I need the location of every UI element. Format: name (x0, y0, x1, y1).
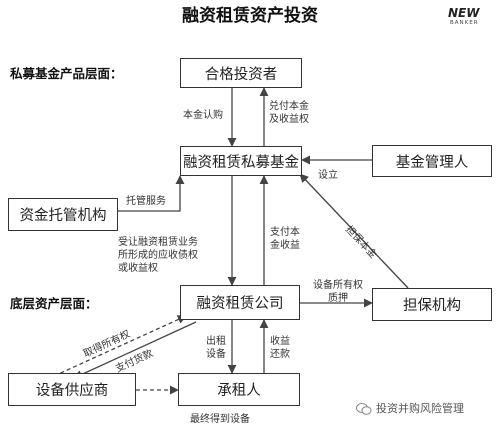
label-pay-principal-returns-1: 兑付本金 (269, 101, 309, 112)
node-leasing-company: 融资租赁公司 (180, 285, 300, 320)
node-fund-manager: 基金管理人 (372, 145, 492, 177)
logo-subtext: BANKER (450, 20, 479, 26)
newbanker-logo: NEW BANKER (440, 6, 492, 30)
watermark-text: 投资并购风险管理 (376, 402, 464, 416)
logo-text: NEW (448, 6, 480, 20)
arrow-custody (118, 175, 185, 212)
label-equipment-pledge-2: 质押 (328, 293, 348, 304)
node-custodian: 资金托管机构 (8, 198, 118, 231)
label-transfer-rights-1: 受让融资租赁业务 (118, 237, 198, 248)
label-pay-returns-2: 金收益 (270, 240, 300, 251)
label-establish: 设立 (318, 170, 338, 181)
node-equipment-supplier: 设备供应商 (8, 373, 136, 406)
label-transfer-rights-2: 所形成的应收债权 (118, 250, 198, 261)
label-custody-service: 托管服务 (126, 196, 166, 207)
arrow-ownership (53, 315, 187, 377)
node-lessee: 承租人 (178, 373, 300, 406)
wechat-icon (356, 403, 372, 415)
label-lease-equipment-2: 设备 (206, 349, 226, 360)
label-returns-repayment-1: 收益 (270, 336, 290, 347)
label-equipment-pledge-1: 设备所有权 (313, 280, 363, 291)
label-final-equipment: 最终得到设备 (190, 414, 250, 425)
node-qualified-investor: 合格投资者 (180, 58, 302, 88)
label-returns-repayment-2: 还款 (270, 349, 290, 360)
label-principal-subscription: 本金认购 (183, 110, 223, 121)
section-label-asset-level: 底层资产层面： (10, 296, 98, 311)
section-label-fund-level: 私募基金产品层面： (10, 66, 123, 81)
label-lease-equipment-1: 出租 (206, 336, 226, 347)
node-guarantor: 担保机构 (372, 288, 492, 321)
label-pay-returns-1: 支付本 (270, 227, 300, 238)
arrow-guarantee (299, 173, 409, 289)
watermark: 投资并购风险管理 (356, 402, 464, 416)
diagram-title: 融资租赁资产投资 (182, 6, 318, 26)
label-pay-principal-returns-2: 及收益权 (269, 114, 309, 125)
arrow-payment (73, 321, 197, 379)
node-fund: 融资租赁私募基金 (180, 146, 302, 176)
label-transfer-rights-3: 或收益权 (118, 263, 158, 274)
